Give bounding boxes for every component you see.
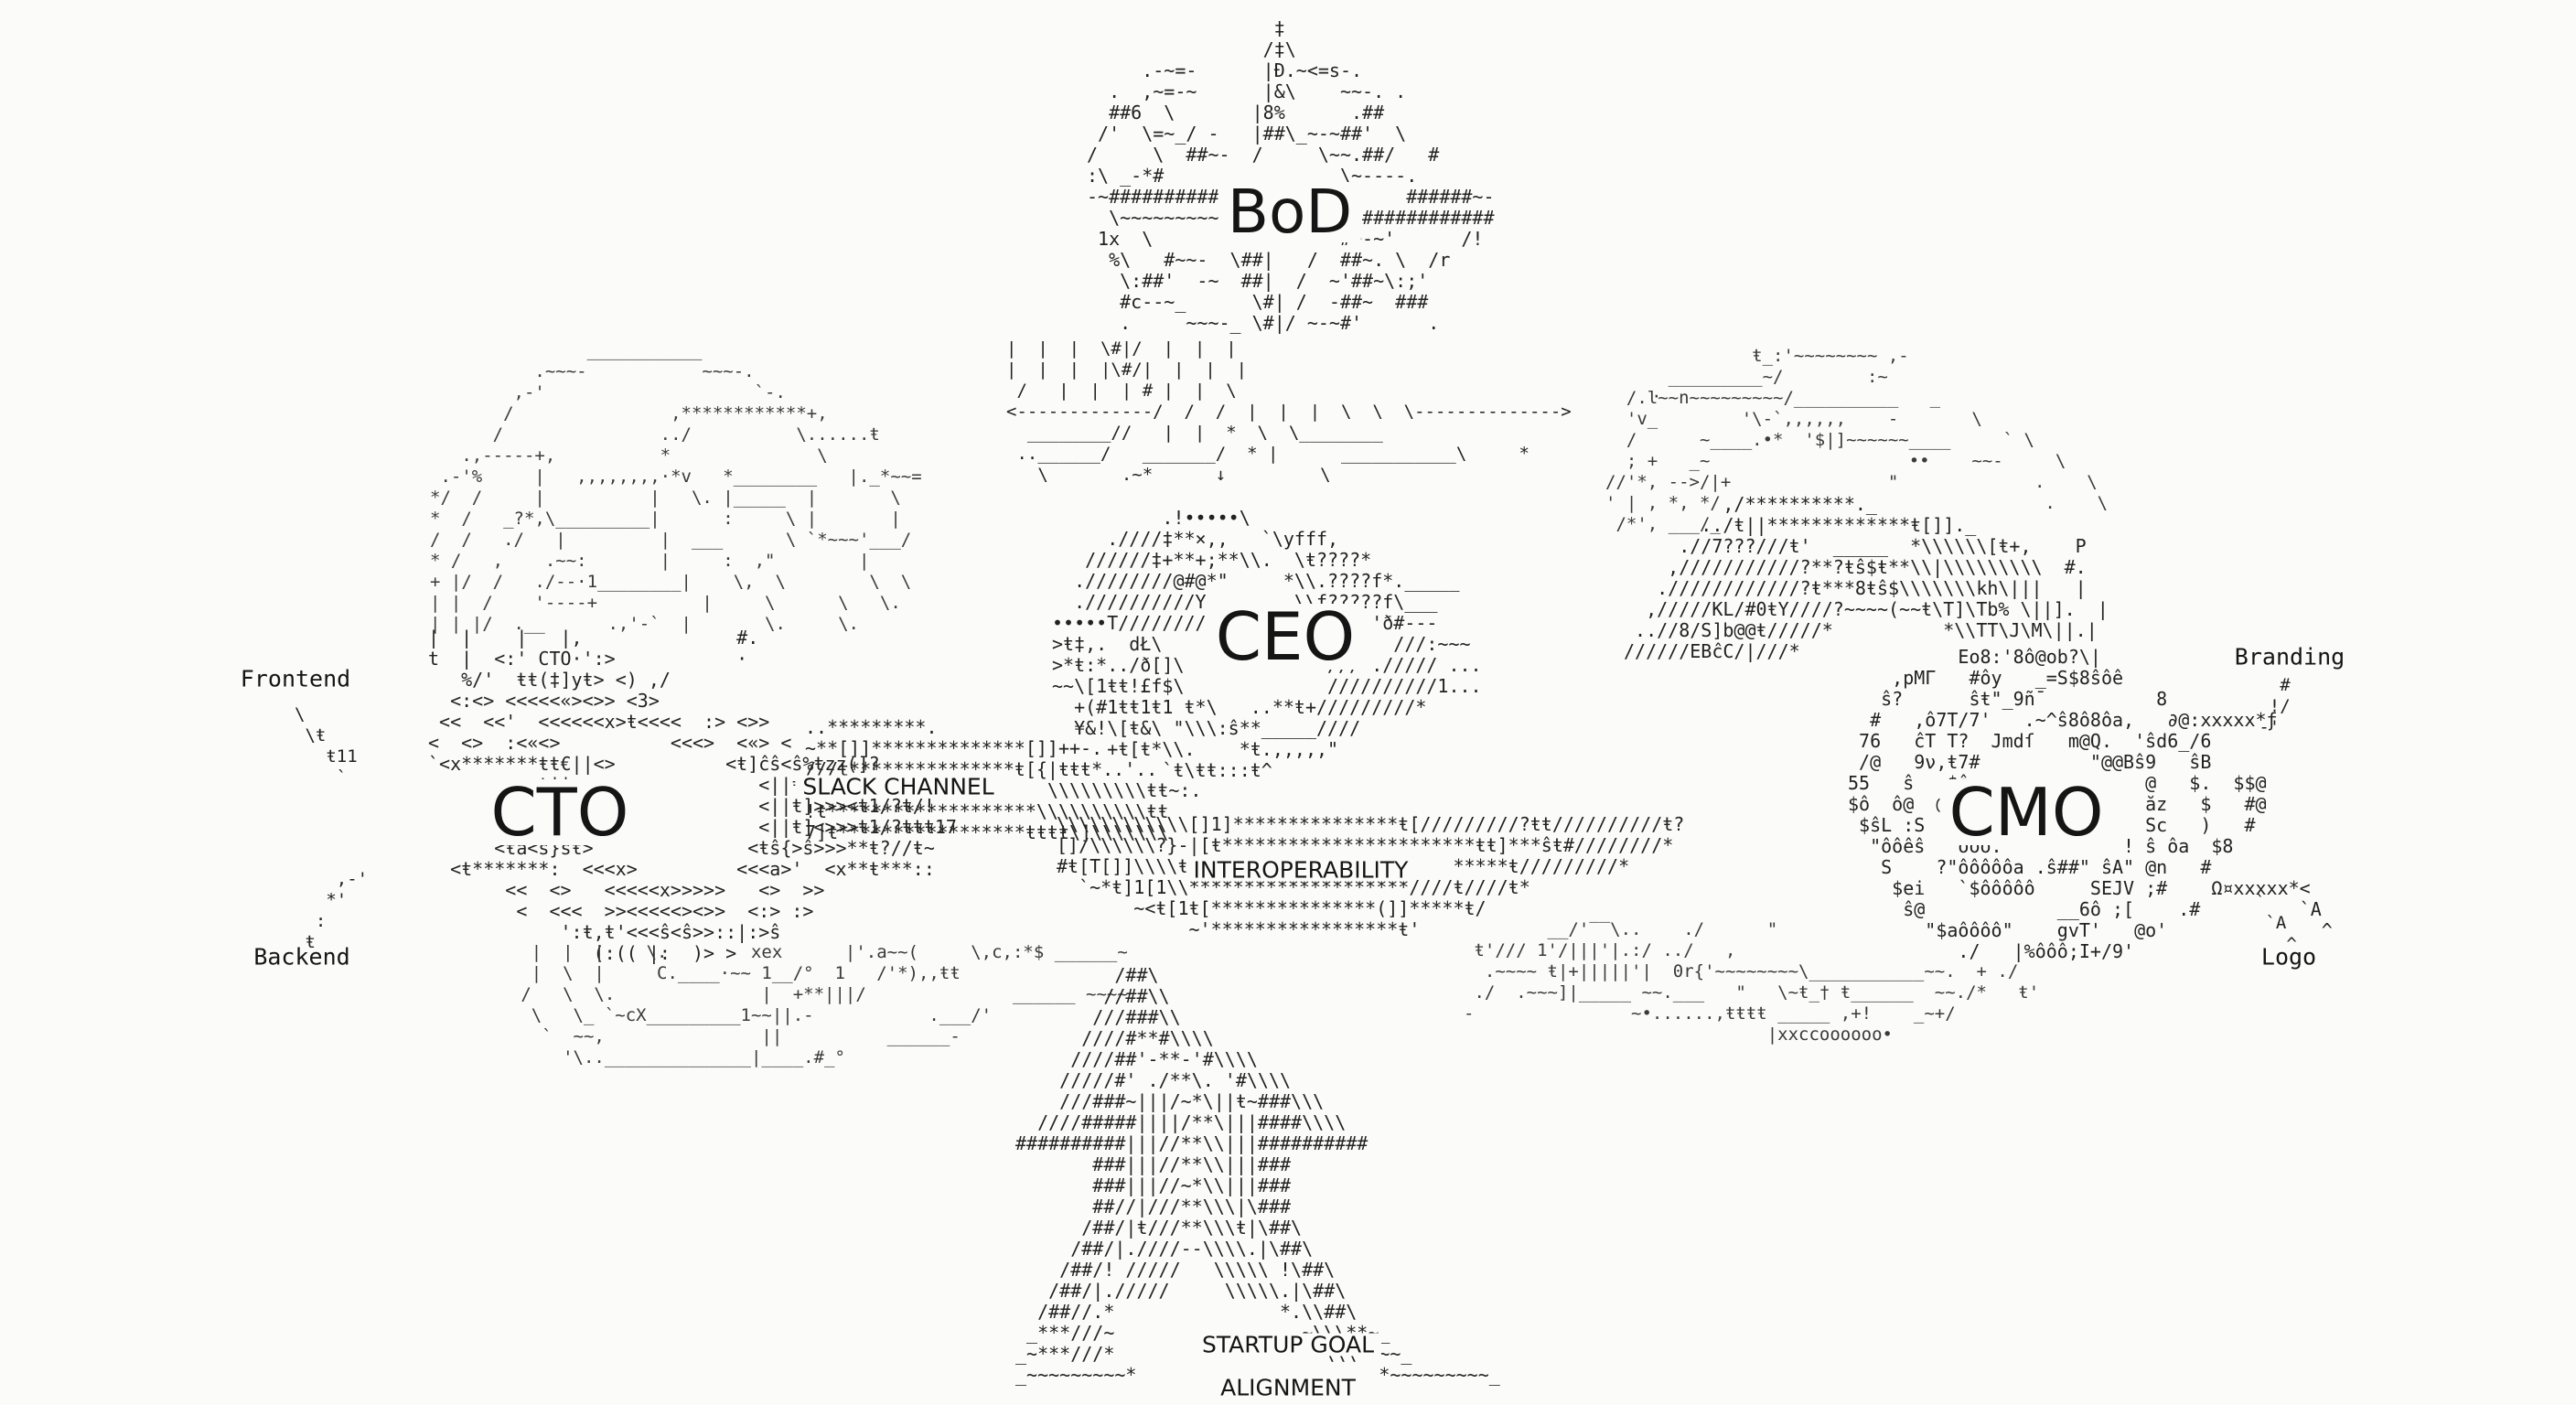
frontend-link-art: \ \ŧ ŧ11 ` — [295, 704, 358, 788]
left-swirl-art: ___________ .~~~- ~~~-. ,-' `-. / ,*****… — [430, 340, 922, 634]
node-bod[interactable]: BoD — [1218, 182, 1362, 242]
backend-link-art: ,-' *' : ŧ — [305, 869, 369, 952]
leaf-logo[interactable]: Logo — [2260, 943, 2317, 971]
leaf-branding[interactable]: Branding — [2234, 643, 2345, 670]
bod-star-art: ‡ /‡\ .-~=- |Ð.~<=s-. . ,~=-~ |&\ ~~-. .… — [1087, 17, 1495, 334]
interoperability-bars-art: \\\\\\\\\\\\[]1]***************ŧ[///////… — [1057, 813, 1685, 940]
logo-link-art: ` `A ^ — [2255, 892, 2297, 954]
cmo-art: Eo8:'8ô@ob?\| ,pMΓ #ôy _=S$8ŝôê ŝ? ŝŧ"_9… — [1848, 646, 2333, 962]
banner-slack-channel: SLACK CHANNEL — [795, 775, 1002, 799]
bottom-right-swirl-art: __/'‾‾\.. ./ " ŧ'/// 1'/|||'|.:/ ../ , .… — [1464, 919, 2040, 1045]
bottom-left-swirl-art: | | | \. xex |'.a~~( \,c,:*$ ______~ | \… — [521, 942, 1128, 1067]
cmo-upper-art: ,/**********._ ../ŧ||*************ŧ[]]._… — [1624, 493, 2109, 662]
node-cto[interactable]: CTO — [481, 779, 639, 845]
right-swirl-art: ŧ_:'~~~~~~~~ ,- _________~/ :~ /.ŀ~~n~~~… — [1605, 346, 2109, 534]
startup-goal-tree-art: /##\ //##\\ ///###\\ ////#**#\\\\ ////##… — [1015, 964, 1500, 1386]
bod-connector-art: | | | \#|/ | | | | | | |\#/| | | | / | |… — [1006, 338, 1572, 485]
node-cmo[interactable]: CMO — [1939, 779, 2113, 845]
slack-channel-bars-art: ..*********. ~**[]]**************[]]++-.… — [805, 716, 1202, 843]
banner-alignment: ALIGNMENT — [1213, 1376, 1363, 1400]
node-ceo[interactable]: CEO — [1206, 604, 1365, 670]
banner-startup-goal: STARTUP GOAL — [1194, 1333, 1382, 1357]
banner-interoperability: INTEROPERABILITY — [1186, 858, 1416, 882]
branding-link-art: # !/ -' — [2259, 675, 2291, 737]
leaf-frontend[interactable]: Frontend — [240, 665, 351, 692]
leaf-backend[interactable]: Backend — [253, 943, 350, 971]
